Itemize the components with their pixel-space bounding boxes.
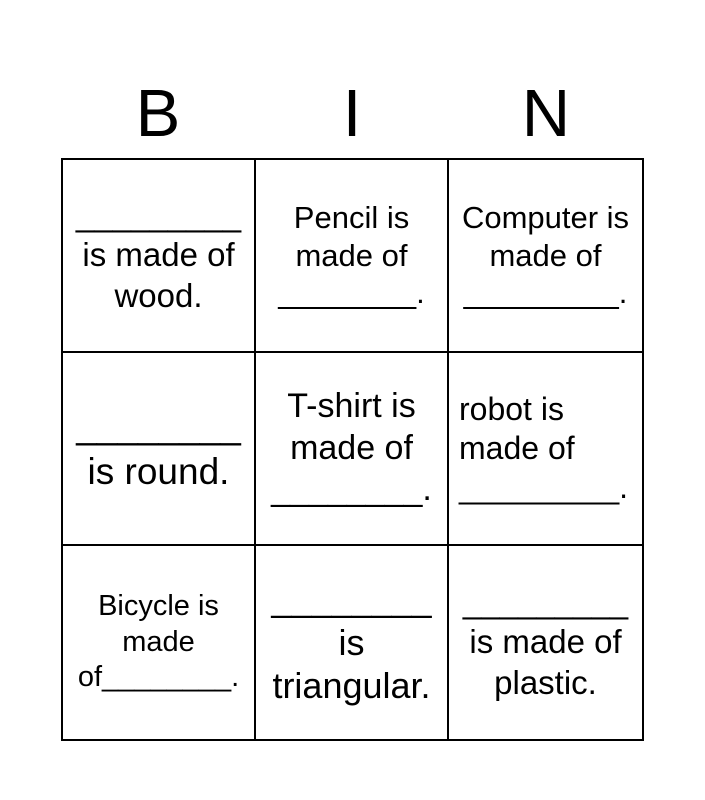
cell-line: Pencil is <box>293 199 410 235</box>
bingo-cell-r2c2[interactable]: T-shirt is made of ________. <box>256 353 449 546</box>
cell-line: is made of <box>82 236 235 274</box>
bingo-cell-r1c2[interactable]: Pencil is made of ________. <box>256 160 449 353</box>
bingo-cell-r1c3[interactable]: Computer is made of _________. <box>449 160 642 353</box>
header-letter-n: N <box>521 76 571 151</box>
bingo-cell-r3c3[interactable]: _________ is made of plastic. <box>449 546 642 739</box>
bingo-cell-r3c2[interactable]: ________ is triangular. <box>256 546 449 739</box>
bingo-grid: _________ is made of wood. Pencil is mad… <box>61 158 644 741</box>
cell-line: made <box>122 625 195 658</box>
bingo-cell-r2c3[interactable]: robot is made of _________. <box>449 353 642 546</box>
bingo-cell-r2c1[interactable]: ________ is round. <box>63 353 256 546</box>
cell-line: ________. <box>278 275 425 311</box>
cell-line: ________ <box>76 405 241 447</box>
cell-line: made of <box>459 429 575 466</box>
cell-line: _________. <box>463 275 628 311</box>
cell-line: Computer is <box>461 199 630 235</box>
cell-line: Bicycle is <box>98 590 219 623</box>
header-letter-b: B <box>135 76 181 151</box>
cell-line: wood. <box>114 276 203 314</box>
cell-line: T-shirt is <box>287 387 416 426</box>
cell-line: plastic. <box>494 663 597 701</box>
cell-line: is <box>338 621 365 663</box>
cell-line: is round. <box>87 450 230 492</box>
cell-line: triangular. <box>272 665 431 707</box>
cell-line: of________. <box>77 661 240 694</box>
header-letter-i: I <box>342 76 362 151</box>
cell-line: _________. <box>459 469 629 506</box>
cell-line: _________ <box>462 583 629 621</box>
cell-line: made of <box>295 237 408 273</box>
cell-line: _________ <box>75 196 242 234</box>
cell-line: robot is <box>459 390 564 427</box>
cell-line: made of <box>290 428 413 467</box>
bingo-cell-r3c1[interactable]: Bicycle is made of________. <box>63 546 256 739</box>
cell-line: made of <box>489 237 602 273</box>
cell-line: ________. <box>271 470 432 509</box>
bingo-header: B I N <box>61 0 644 158</box>
cell-line: is made of <box>469 623 622 661</box>
cell-line: ________ <box>271 577 432 619</box>
bingo-cell-r1c1[interactable]: _________ is made of wood. <box>63 160 256 353</box>
